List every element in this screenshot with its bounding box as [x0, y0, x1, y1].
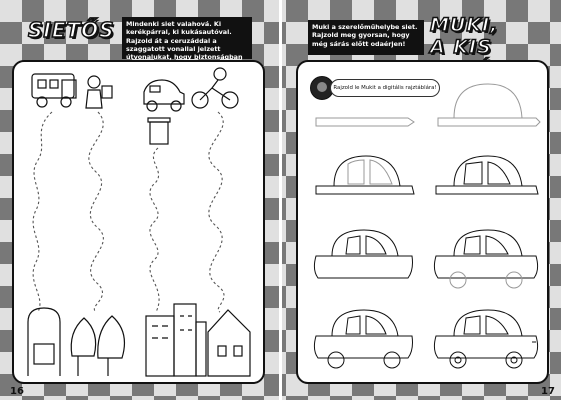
right-page-number: 17 [541, 386, 555, 397]
garbage-depot-icon [27, 307, 61, 376]
house-icon [207, 309, 251, 377]
left-page-number: 16 [10, 386, 24, 397]
small-car-icon [143, 79, 185, 112]
car-step-1-left [315, 117, 415, 127]
cyclist-icon [191, 67, 239, 109]
tracing-path-3 [149, 147, 160, 313]
tracing-path-2 [88, 111, 104, 313]
child-with-bag-icon [85, 75, 113, 109]
tracing-path-1 [32, 111, 53, 313]
city-buildings-icon [145, 303, 207, 377]
left-activity-panel [12, 60, 265, 384]
car-step-4-right [433, 309, 539, 369]
tracing-path-4 [208, 111, 225, 313]
car-step-2-right [435, 155, 539, 195]
car-drawing-steps [313, 83, 541, 369]
car-step-3-left [313, 229, 413, 279]
right-page-instructions: Muki a szerelőműhelybe siet. Rajzold meg… [308, 20, 424, 55]
right-page-title-line1: MUKI, [429, 13, 499, 37]
left-page-instructions: Mindenki siet valahová. Ki kerékpárral, … [122, 17, 252, 69]
garbage-truck-icon [31, 73, 77, 108]
drawing-tablet-tag: Rajzold le Mukit a digitális rajztáblára… [310, 76, 440, 100]
page-spine [279, 0, 282, 400]
drawing-tablet-text: Rajzold le Mukit a digitális rajztáblára… [330, 79, 440, 97]
car-step-2-left [315, 155, 415, 195]
maze-tracing-illustration [27, 67, 251, 377]
car-step-4-left [313, 309, 413, 369]
car-step-3-right [433, 229, 539, 289]
right-activity-panel [296, 60, 549, 384]
left-page-title: SIETŐS [27, 17, 115, 43]
trash-bin-icon [147, 117, 171, 145]
car-step-1-right [437, 83, 541, 127]
trees-icon [70, 315, 125, 376]
